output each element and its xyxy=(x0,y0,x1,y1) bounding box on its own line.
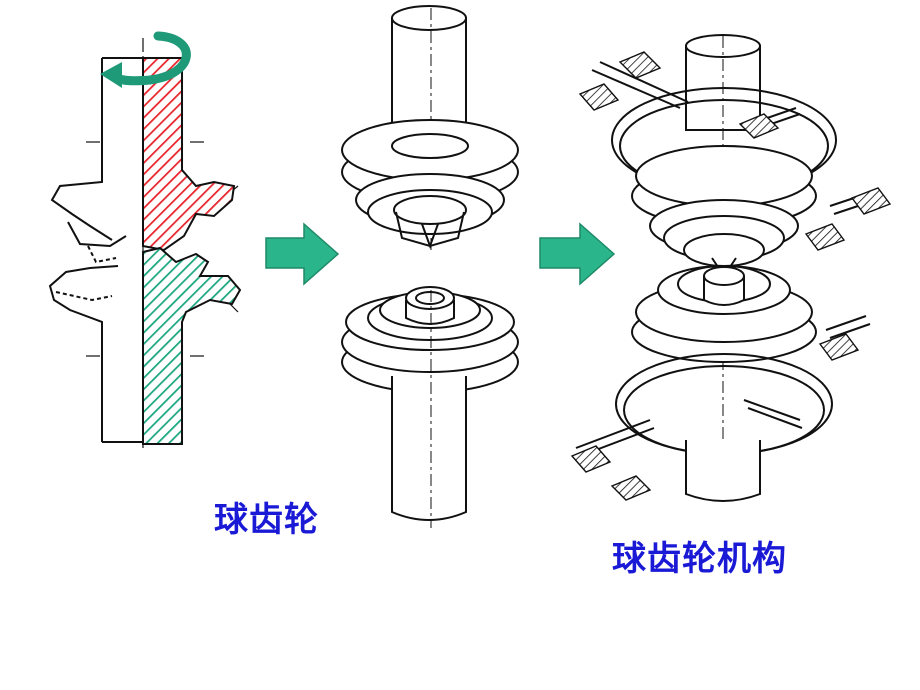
right-arrow-icon xyxy=(539,222,616,286)
upper-gear-section xyxy=(142,57,236,252)
right-arrow-icon xyxy=(265,222,340,286)
ball-gear-mechanism-caption: 球齿轮机构 xyxy=(612,539,787,579)
rotation-arrow-icon xyxy=(100,31,191,88)
ball-gear-pair-exploded xyxy=(341,5,519,528)
lower-gear-section xyxy=(142,246,242,445)
ball-gear-caption: 球齿轮 xyxy=(214,500,319,540)
fixed-support-icon xyxy=(570,51,892,501)
ball-gear-mechanism-assembly xyxy=(575,34,883,502)
